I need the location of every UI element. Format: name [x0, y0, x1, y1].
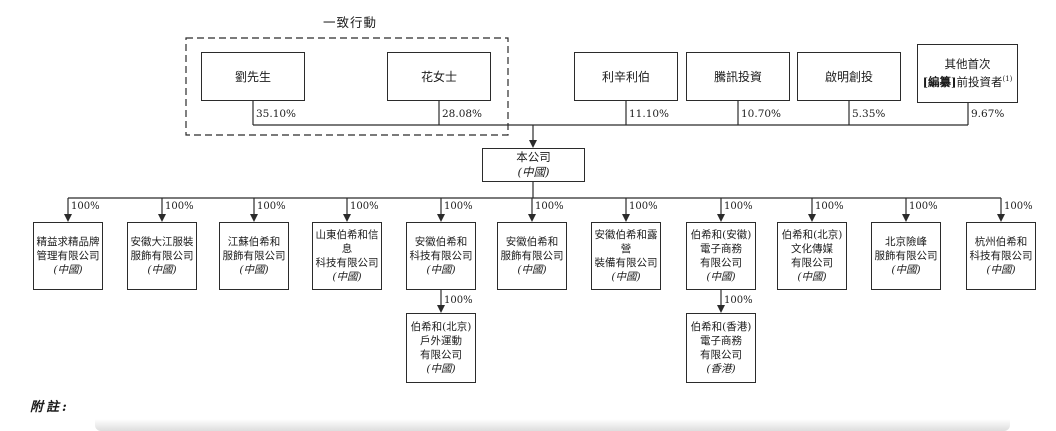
jurisdiction: (香港) — [706, 363, 736, 376]
arrowheads — [64, 140, 1005, 313]
jurisdiction: (中國) — [891, 264, 921, 277]
ownership-percentage: 100% — [815, 201, 844, 212]
notes-label: 附註: — [30, 400, 70, 415]
jurisdiction: (中國) — [986, 264, 1016, 277]
ownership-percentage: 100% — [165, 201, 194, 212]
shareholder-box-liu: 劉先生 — [201, 52, 305, 101]
ownership-percentage: 28.08% — [442, 108, 483, 120]
subsidiary-box: 山東伯希和信息 科技有限公司 (中國) — [312, 222, 382, 290]
company-name: 北京險峰 服飾有限公司 — [874, 235, 938, 262]
arrow-sub-9 — [808, 214, 816, 222]
company-name: 江蘇伯希和 服飾有限公司 — [222, 235, 286, 262]
ownership-percentage: 100% — [909, 201, 938, 212]
ownership-percentage: 100% — [71, 201, 100, 212]
subsidiary-box: 精益求精品牌 管理有限公司 (中國) — [33, 222, 103, 290]
subsidiary-box: 安徽大江服裝 服飾有限公司 (中國) — [127, 222, 197, 290]
company-name: 精益求精品牌 管理有限公司 — [36, 235, 100, 262]
arrow-sub-10 — [902, 214, 910, 222]
company-name: 伯希和(安徽) 電子商務 有限公司 — [690, 228, 752, 269]
ownership-percentage: 100% — [535, 201, 564, 212]
shareholder-name-line1: 其他首次 — [944, 57, 991, 72]
subsidiary-box: 安徽伯希和 服飾有限公司 (中國) — [497, 222, 567, 290]
footnote-marker: (1) — [1002, 74, 1013, 83]
shareholder-name: 花女士 — [420, 70, 457, 84]
shareholder-box-tencent: 騰訊投資 — [686, 52, 790, 101]
shareholder-name: 啟明創投 — [824, 70, 873, 84]
ownership-percentage: 100% — [1004, 201, 1033, 212]
jurisdiction: (中國) — [797, 271, 827, 284]
shareholder-box-qiming: 啟明創投 — [797, 52, 901, 101]
arrow-sub-7 — [622, 214, 630, 222]
arrow-company — [529, 140, 537, 148]
company-name: 安徽大江服裝 服飾有限公司 — [130, 235, 194, 262]
ownership-percentage: 100% — [724, 295, 753, 306]
arrow-sub-8 — [717, 214, 725, 222]
arrow-sub-3 — [250, 214, 258, 222]
acting-in-concert-dashed-box — [185, 37, 509, 136]
shareholder-name: 劉先生 — [234, 70, 271, 84]
subsidiary-box: 安徽伯希和露營 裝備有限公司 (中國) — [591, 222, 661, 290]
company-name: 本公司 — [516, 150, 551, 165]
jurisdiction: (中國) — [517, 165, 550, 179]
subsidiary-box: 伯希和(安徽) 電子商務 有限公司 (中國) — [686, 222, 756, 290]
shareholder-box-hua: 花女士 — [387, 52, 491, 101]
ownership-percentage: 100% — [257, 201, 286, 212]
jurisdiction: (中國) — [426, 363, 456, 376]
company-name: 山東伯希和信息 科技有限公司 — [315, 228, 379, 269]
ownership-percentage: 100% — [350, 201, 379, 212]
arrow-sub-1 — [64, 214, 72, 222]
shareholder-name: 騰訊投資 — [713, 70, 762, 84]
subsidiary-box: 伯希和(北京) 文化傳媒 有限公司 (中國) — [777, 222, 847, 290]
shareholder-box-other-pre-ipo: 其他首次 [編纂]前投資者(1) — [917, 44, 1018, 103]
subsidiary-box: 江蘇伯希和 服飾有限公司 (中國) — [219, 222, 289, 290]
jurisdiction: (中國) — [332, 271, 362, 284]
company-name: 杭州伯希和 科技有限公司 — [969, 235, 1033, 262]
arrow-sub-4 — [343, 214, 351, 222]
shareholder-box-lixinlibo: 利辛利伯 — [574, 52, 678, 101]
line-group — [67, 37, 1002, 306]
ownership-percentage: 100% — [629, 201, 658, 212]
company-name: 伯希和(北京) 戶外運動 有限公司 — [410, 320, 472, 361]
jurisdiction: (中國) — [706, 271, 736, 284]
arrow-gsub-1 — [437, 305, 445, 313]
redacted-tag: [編纂] — [922, 74, 957, 89]
arrow-sub-2 — [158, 214, 166, 222]
subsidiary-box: 杭州伯希和 科技有限公司 (中國) — [966, 222, 1036, 290]
sub-subsidiary-box: 伯希和(香港) 電子商務 有限公司 (香港) — [686, 313, 756, 383]
shareholder-name-line2: [編纂]前投資者(1) — [922, 74, 1013, 89]
jurisdiction: (中國) — [611, 271, 641, 284]
arrow-sub-6 — [528, 214, 536, 222]
company-name: 安徽伯希和 服飾有限公司 — [500, 235, 564, 262]
company-box: 本公司 (中國) — [482, 148, 585, 182]
page-shadow — [95, 419, 1010, 431]
sub-subsidiary-box: 伯希和(北京) 戶外運動 有限公司 (中國) — [406, 313, 476, 383]
ownership-percentage: 100% — [444, 295, 473, 306]
ownership-percentage: 35.10% — [256, 108, 297, 120]
company-name: 伯希和(北京) 文化傳媒 有限公司 — [781, 228, 843, 269]
ownership-percentage: 100% — [444, 201, 473, 212]
company-name: 伯希和(香港) 電子商務 有限公司 — [690, 320, 752, 361]
arrow-sub-11 — [997, 214, 1005, 222]
acting-in-concert-label: 一致行動 — [322, 15, 377, 30]
jurisdiction: (中國) — [517, 264, 547, 277]
subsidiary-box: 北京險峰 服飾有限公司 (中國) — [871, 222, 941, 290]
ownership-percentage: 9.67% — [971, 108, 1005, 120]
ownership-percentage: 100% — [724, 201, 753, 212]
jurisdiction: (中國) — [147, 264, 177, 277]
subsidiary-box: 安徽伯希和 科技有限公司 (中國) — [406, 222, 476, 290]
jurisdiction: (中國) — [426, 264, 456, 277]
shareholder-name: 利辛利伯 — [601, 70, 650, 84]
company-name: 安徽伯希和露營 裝備有限公司 — [594, 228, 658, 269]
jurisdiction: (中國) — [53, 264, 83, 277]
arrow-sub-5 — [437, 214, 445, 222]
ownership-percentage: 10.70% — [741, 108, 782, 120]
ownership-percentage: 5.35% — [852, 108, 886, 120]
arrow-gsub-2 — [717, 305, 725, 313]
jurisdiction: (中國) — [239, 264, 269, 277]
ownership-percentage: 11.10% — [629, 108, 670, 120]
company-name: 安徽伯希和 科技有限公司 — [409, 235, 473, 262]
